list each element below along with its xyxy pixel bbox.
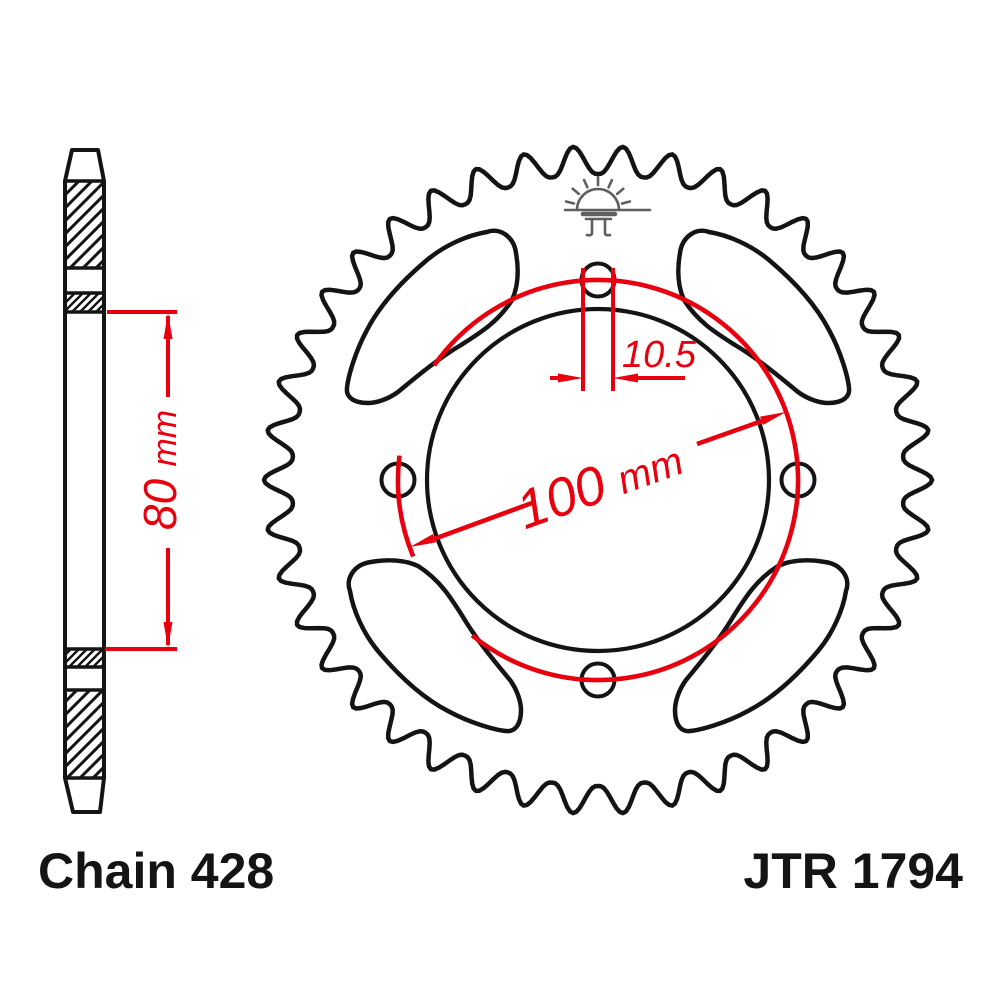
lightening-hole-top-left	[344, 228, 520, 406]
hatch-block-bottom	[65, 690, 104, 778]
logo-sun-arc	[575, 187, 621, 212]
logo-sun-ray	[607, 178, 614, 189]
center-bore-circle	[424, 306, 772, 654]
dim-bolt-hole-text: 10.5	[622, 334, 697, 376]
dimension-bore-diameter: 80 mm	[105, 310, 186, 651]
logo-sun-ray	[571, 187, 581, 196]
hatch-strip-bottom	[65, 649, 104, 667]
logo-sun-ray	[564, 200, 576, 205]
arrowhead-upper-right	[760, 412, 786, 425]
hatch-strip-top	[65, 293, 104, 312]
logo-sun-ray	[615, 187, 625, 196]
logo-sun-ray	[620, 200, 632, 205]
bolt-circle-arc-minor	[395, 455, 416, 558]
chain-size-label: Chain 428	[38, 843, 274, 899]
logo-jt-glyph	[584, 217, 613, 237]
side-view-outline	[63, 148, 106, 814]
side-view	[63, 148, 106, 814]
lightening-holes	[344, 228, 849, 731]
hatch-block-top	[65, 181, 104, 268]
arrowhead-lower-left	[410, 534, 436, 547]
dim-bore-text: 80 mm	[134, 410, 186, 530]
side-view-section-lines	[65, 179, 104, 780]
logo-sun-rays	[564, 175, 632, 205]
arrowhead-left	[613, 373, 638, 383]
jt-sunrise-logo	[563, 175, 652, 237]
bolt-circle-arc-major	[432, 277, 801, 683]
logo-sun-ray	[582, 178, 589, 189]
arrowhead-right	[558, 373, 583, 383]
arrowhead-down	[163, 622, 173, 648]
arrowhead-up	[163, 313, 173, 339]
part-number-label: JTR 1794	[743, 843, 963, 899]
dimension-bolt-hole-diameter: 10.5	[550, 268, 697, 391]
